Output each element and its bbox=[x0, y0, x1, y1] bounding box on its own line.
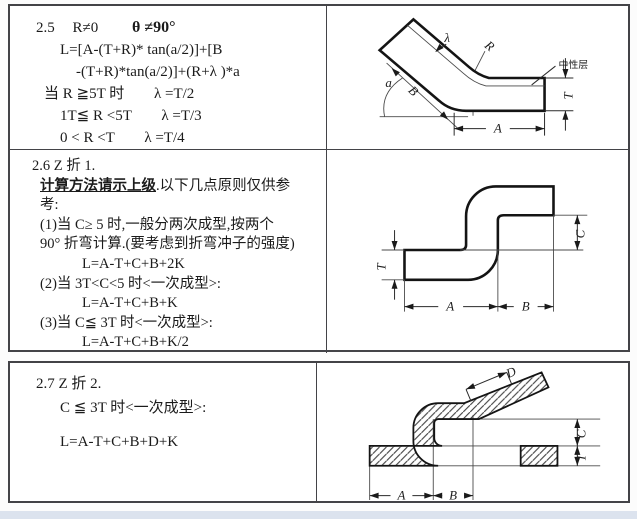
neutral-layer-label: 中性层 bbox=[558, 58, 588, 71]
case-2-line: (2)当 3T<C<5 时<一次成型>: bbox=[40, 275, 221, 292]
case-3-formula: L=A-T+C+B+K/2 bbox=[82, 334, 189, 351]
section-2-5-text: 2.5 R≠0 θ ≠90° L=[A-(T+R)* tan(a/2)]+[B … bbox=[10, 6, 327, 149]
angle-label: a bbox=[385, 75, 391, 90]
case-2-formula: L=A-T+C+B+K bbox=[82, 295, 178, 312]
thickness-label: T bbox=[560, 91, 575, 99]
flange-a-label: A bbox=[493, 121, 502, 136]
section-2-6-heading: 2.6 Z 折 1. bbox=[32, 158, 96, 174]
radius-label: R bbox=[481, 37, 498, 54]
case-1-value: λ =T/2 bbox=[153, 86, 195, 102]
section-2-7-diagram-cell: D A B C T bbox=[317, 363, 628, 501]
row-2-7: 2.7 Z 折 2. C ≦ 3T 时<一次成型>: L=A-T+C+B+D+K bbox=[10, 363, 628, 501]
case-line-3: 0 < R <T λ =T/4 bbox=[36, 127, 322, 149]
case-3-line: (3)当 C≦ 3T 时<一次成型>: bbox=[40, 314, 213, 331]
lambda-label: λ bbox=[443, 30, 450, 45]
case-3-condition: 0 < R <T bbox=[60, 130, 115, 146]
case-line-1: 当 R ≧5T 时 λ =T/2 bbox=[36, 83, 322, 105]
formula-line-2: -(T+R)*tan(a/2)]+(R+λ )*a bbox=[76, 64, 240, 80]
section-2-5-diagram-cell: λ R a B A T 中性层 bbox=[327, 6, 628, 149]
flange-d-label: D bbox=[503, 363, 519, 381]
flange-a-label: A bbox=[445, 299, 454, 314]
flange-b-label: B bbox=[449, 488, 457, 500]
row-2-5: 2.5 R≠0 θ ≠90° L=[A-(T+R)* tan(a/2)]+[B … bbox=[10, 6, 628, 150]
formula-line: L=A-T+C+B+D+K bbox=[60, 434, 179, 450]
section-2-5-heading: 2.5 R≠0 θ ≠90° bbox=[36, 17, 322, 39]
case-1-condition: 当 R ≧5T 时 bbox=[44, 86, 125, 102]
note-rest: .以下几点原则仅供参 bbox=[156, 177, 291, 194]
calc-table-lower: 2.7 Z 折 2. C ≦ 3T 时<一次成型>: L=A-T+C+B+D+K bbox=[8, 361, 630, 503]
row-2-6: 2.6 Z 折 1. 计算方法请示上级.以下几点原则仅供参 考: (1)当 C≥… bbox=[10, 150, 628, 353]
case-1-line-2: 90° 折弯计算.(要考虑到折弯冲子的强度) bbox=[40, 236, 295, 253]
step-c-label: C bbox=[572, 229, 587, 238]
condition-line: C ≦ 3T 时<一次成型>: bbox=[60, 400, 207, 416]
section-2-6-text: 2.6 Z 折 1. 计算方法请示上级.以下几点原则仅供参 考: (1)当 C≥… bbox=[10, 150, 327, 353]
case-line-2: 1T≦ R <5T λ =T/3 bbox=[36, 105, 322, 127]
z-fold-2-diagram: D A B C T bbox=[368, 363, 601, 500]
bottom-accent-strip bbox=[0, 511, 637, 519]
section-2-6-diagram-cell: T A B C bbox=[327, 150, 628, 353]
section-number: 2.5 bbox=[36, 20, 55, 36]
flange-a-label: A bbox=[397, 488, 406, 500]
thickness-label: T bbox=[573, 453, 588, 461]
flange-b-label: B bbox=[406, 83, 422, 99]
case-3-value: λ =T/4 bbox=[144, 130, 185, 146]
condition-theta: θ ≠90° bbox=[132, 19, 176, 36]
z-fold-1-diagram: T A B C bbox=[374, 185, 587, 314]
section-2-7-text: 2.7 Z 折 2. C ≦ 3T 时<一次成型>: L=A-T+C+B+D+K bbox=[10, 363, 317, 501]
case-1-formula: L=A-T+C+B+2K bbox=[82, 255, 185, 272]
flange-b-label: B bbox=[522, 299, 530, 314]
section-2-7-heading: 2.7 Z 折 2. bbox=[36, 376, 102, 392]
case-1-line-1: (1)当 C≥ 5 时,一般分两次成型,按两个 bbox=[40, 216, 274, 233]
bend-angle-diagram: λ R a B A T 中性层 bbox=[377, 17, 588, 136]
note-line-2: 考: bbox=[40, 197, 59, 214]
step-c-label: C bbox=[573, 429, 588, 438]
note-line-1: 计算方法请示上级.以下几点原则仅供参 bbox=[32, 177, 322, 197]
case-2-condition: 1T≦ R <5T bbox=[60, 108, 132, 124]
thickness-label: T bbox=[374, 262, 389, 270]
calc-table-upper: 2.5 R≠0 θ ≠90° L=[A-(T+R)* tan(a/2)]+[B … bbox=[8, 4, 630, 353]
formula-line-1: L=[A-(T+R)* tan(a/2)]+[B bbox=[60, 42, 223, 58]
note-bold: 计算方法请示上级 bbox=[40, 177, 156, 194]
condition-r: R≠0 bbox=[72, 20, 99, 36]
case-2-value: λ =T/3 bbox=[161, 108, 202, 124]
